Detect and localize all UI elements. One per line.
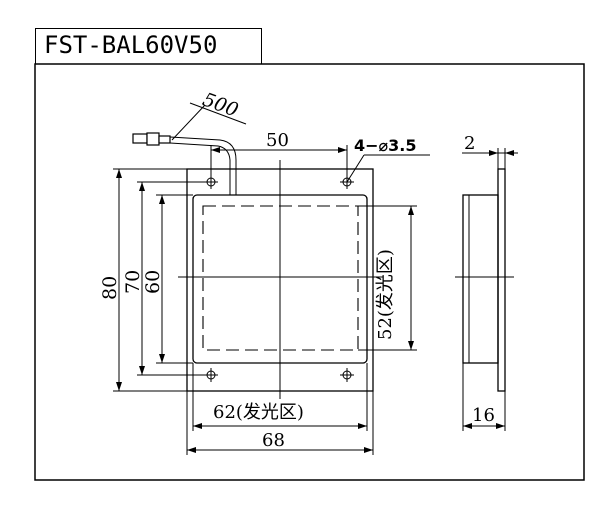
height-60-label: 60 [142, 270, 164, 294]
drawing-frame [34, 63, 585, 481]
thickness-label: 2 [464, 133, 475, 154]
mounting-hole-bl [204, 368, 218, 382]
model-title-box: FST-BAL60V50 [35, 28, 262, 64]
width-68-label: 68 [262, 430, 285, 451]
cable-length-label: 500 [200, 89, 242, 122]
height-70-label: 70 [122, 270, 144, 294]
holes-label: 4−⌀3.5 [354, 136, 417, 155]
cable-connector [132, 132, 171, 146]
side-plate [497, 168, 506, 392]
cable-length-leader [171, 104, 206, 141]
model-title: FST-BAL60V50 [44, 31, 218, 59]
height-80-label: 80 [99, 276, 121, 300]
hole-spacing-label: 50 [266, 130, 289, 151]
emit-width-label: 62(发光区) [213, 402, 304, 423]
mounting-hole-br [340, 368, 354, 382]
side-body [462, 194, 499, 364]
emit-height-label: 52(发光区) [375, 249, 396, 340]
depth-label: 16 [472, 405, 495, 426]
mounting-hole-tl [204, 175, 218, 189]
cable [169, 136, 237, 195]
